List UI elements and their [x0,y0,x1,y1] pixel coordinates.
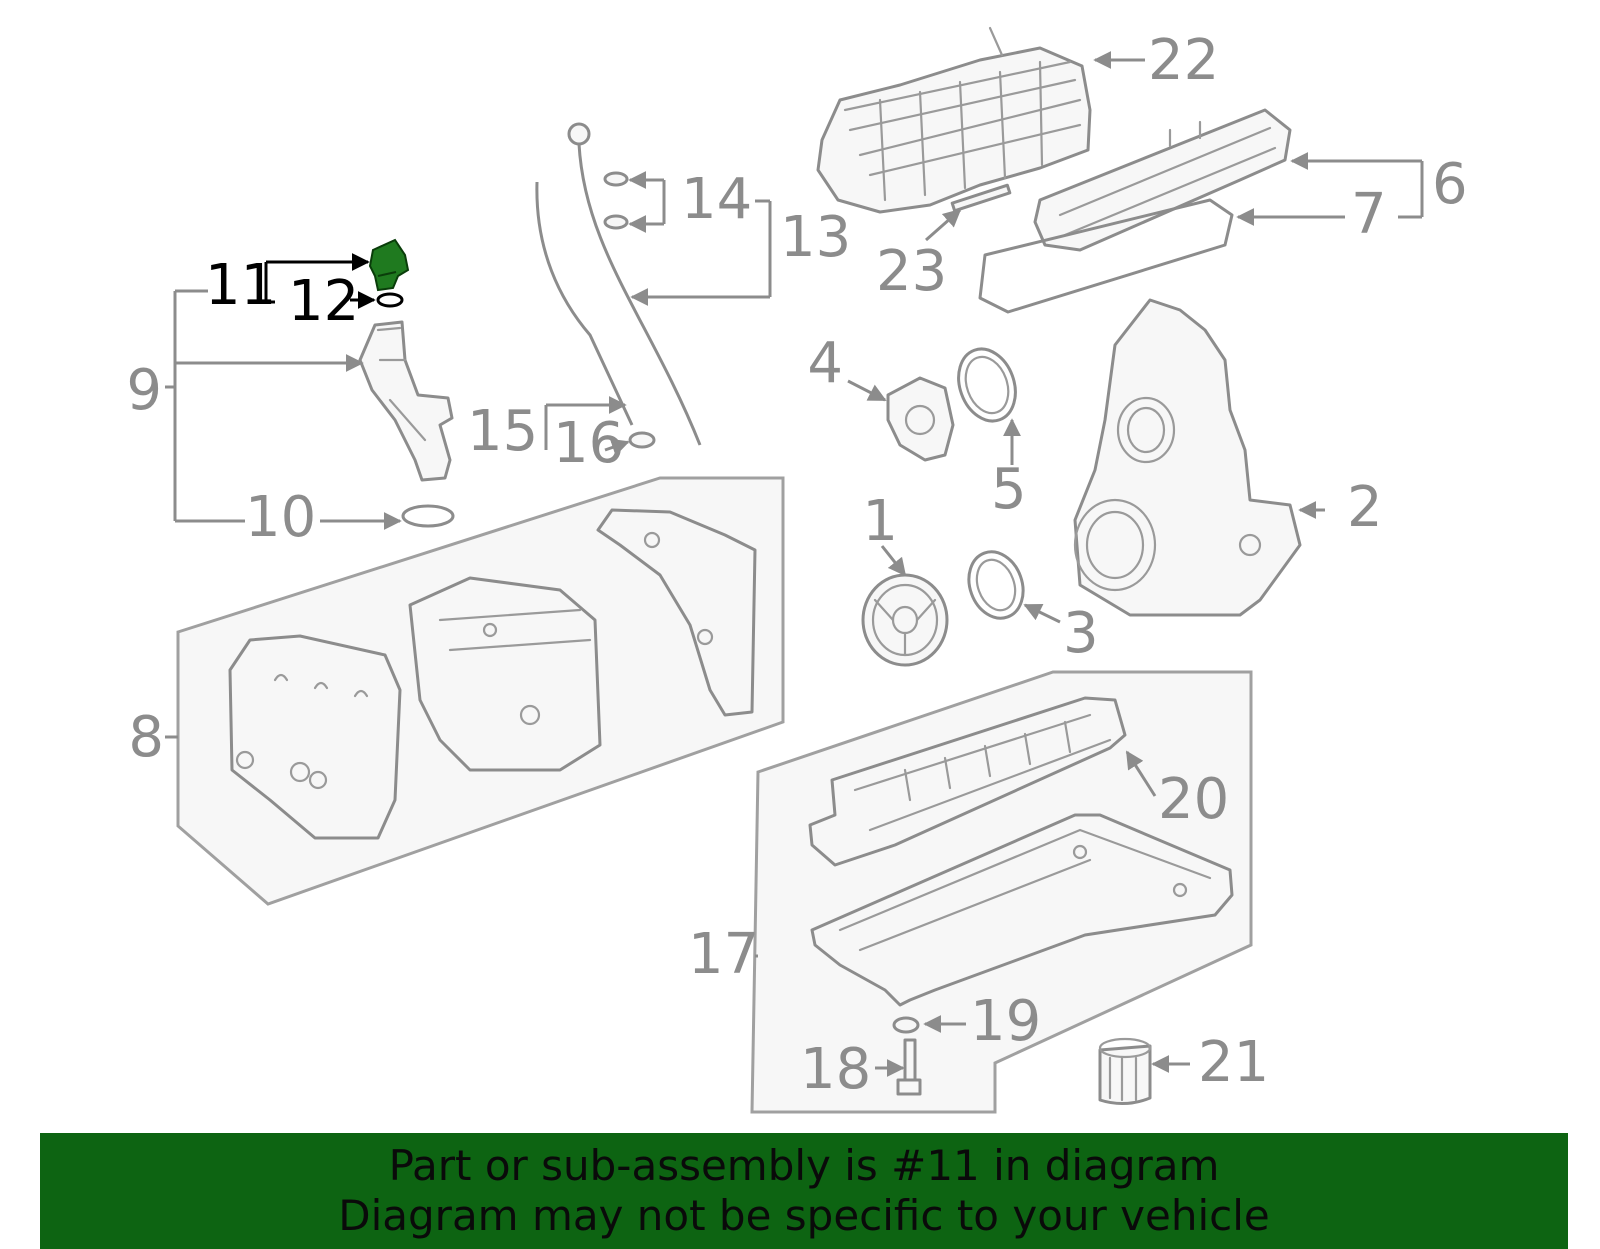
part-8-bracket-right [596,508,757,717]
part-9-oil-filler-tube [358,320,454,482]
part-16-o-ring [628,431,656,449]
part-1-balancer-pulley [861,573,949,667]
part-10-o-ring [401,504,455,528]
part-12-seal [376,292,404,308]
callout-16: 16 [553,411,624,476]
part-2-front-cover [1073,298,1302,617]
callout-5: 5 [991,457,1027,522]
callout-20: 20 [1158,767,1229,832]
leader-lines-highlighted [257,253,376,309]
banner-line-1: Part or sub-assembly is #11 in diagram [388,1141,1220,1190]
part-3-front-seal [967,550,1025,620]
callout-23: 23 [876,239,947,304]
part-7-valve-cover-gasket [978,198,1234,314]
part-6-valve-cover [1033,108,1292,252]
banner-line-2: Diagram may not be specific to your vehi… [338,1191,1270,1240]
part-14-seal-a [603,171,629,187]
part-19-washer [892,1016,920,1034]
callout-4: 4 [807,331,843,396]
part-4-housing [886,376,955,462]
callout-11: 11 [205,253,276,318]
callout-13: 13 [780,205,851,270]
part-18-drain-plug [896,1038,922,1096]
part-15-dipstick [535,181,634,426]
part-14-seal-b [603,214,629,230]
callout-10: 10 [245,485,316,550]
callout-18: 18 [800,1037,871,1102]
part-22-intake-manifold [816,26,1092,214]
part-23-gasket [950,183,1012,213]
callout-6: 6 [1432,152,1468,217]
part-20-baffle [808,696,1127,867]
callout-8: 8 [128,705,164,770]
part-17-oil-pan [810,813,1234,1007]
part-5-seal [957,347,1017,423]
leader-lines [165,51,1424,1077]
callout-21: 21 [1198,1030,1269,1095]
callout-7: 7 [1351,182,1387,247]
callout-19: 19 [970,989,1041,1054]
callout-17: 17 [688,922,759,987]
part-21-oil-filter [1098,1037,1152,1105]
callout-12: 12 [288,269,359,334]
callout-15: 15 [467,399,538,464]
callout-22: 22 [1148,28,1219,93]
info-banner: Part or sub-assembly is #11 in diagram D… [40,1133,1568,1249]
callout-14: 14 [681,167,752,232]
part-13-dipstick-tube [567,122,702,446]
part-8-cover-middle [408,576,602,772]
part-11-oil-filler-cap [368,238,410,292]
callout-1: 1 [862,489,898,554]
callout-labels: 1 2 3 4 5 6 7 8 9 10 11 12 13 14 15 16 1… [126,28,1467,1102]
callout-3: 3 [1063,601,1099,666]
callout-9: 9 [126,358,162,423]
callout-2: 2 [1347,475,1383,540]
part-8-cover-left [228,634,402,840]
